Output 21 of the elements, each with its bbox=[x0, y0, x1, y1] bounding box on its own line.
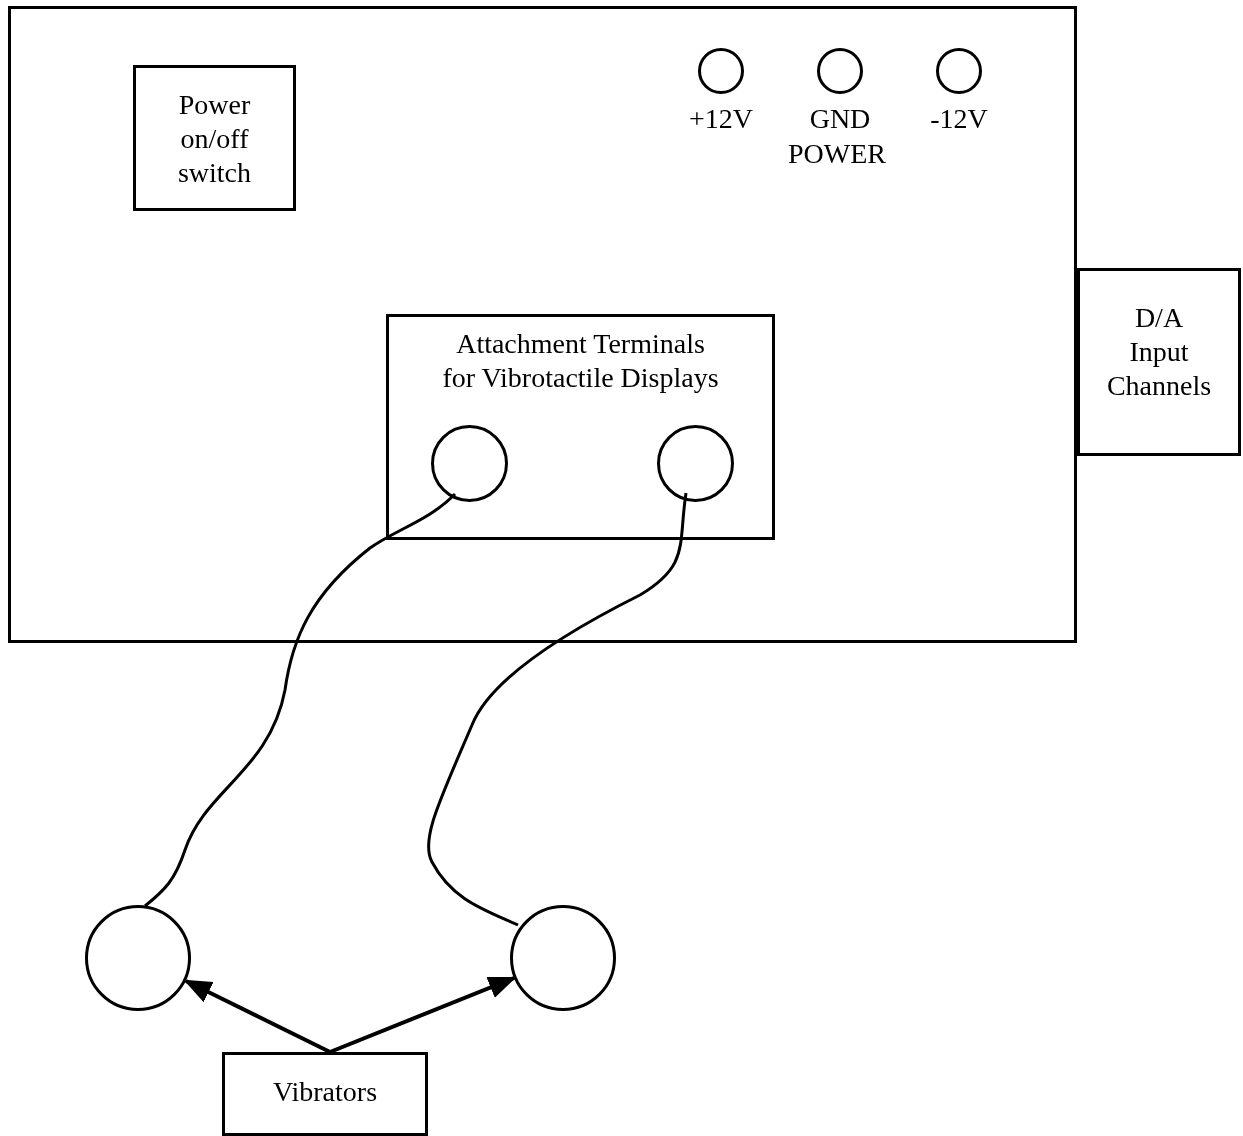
jack-circle bbox=[817, 48, 863, 94]
arrow bbox=[183, 979, 331, 1054]
terminal-panel bbox=[386, 314, 775, 540]
voltage-label: +12V bbox=[688, 104, 754, 134]
vibrator-circle bbox=[85, 905, 191, 1011]
wire bbox=[144, 492, 457, 908]
wire bbox=[427, 492, 688, 927]
panel-title: Attachment Terminals for Vibrotactile Displays bbox=[441, 327, 720, 395]
device-panel bbox=[8, 6, 1077, 643]
arrow bbox=[329, 976, 517, 1054]
vibrator-circle bbox=[510, 905, 616, 1011]
jack-circle bbox=[936, 48, 982, 94]
voltage-label: GND bbox=[808, 104, 872, 134]
voltage-label: -12V bbox=[929, 104, 989, 134]
jack-circle bbox=[698, 48, 744, 94]
power-label: POWER bbox=[787, 139, 887, 169]
terminal-circle bbox=[431, 425, 508, 502]
label-box: Vibrators bbox=[222, 1052, 428, 1136]
terminal-circle bbox=[657, 425, 734, 502]
channel-box: D/A Input Channels bbox=[1077, 268, 1241, 456]
switch-box: Power on/off switch bbox=[133, 65, 296, 211]
